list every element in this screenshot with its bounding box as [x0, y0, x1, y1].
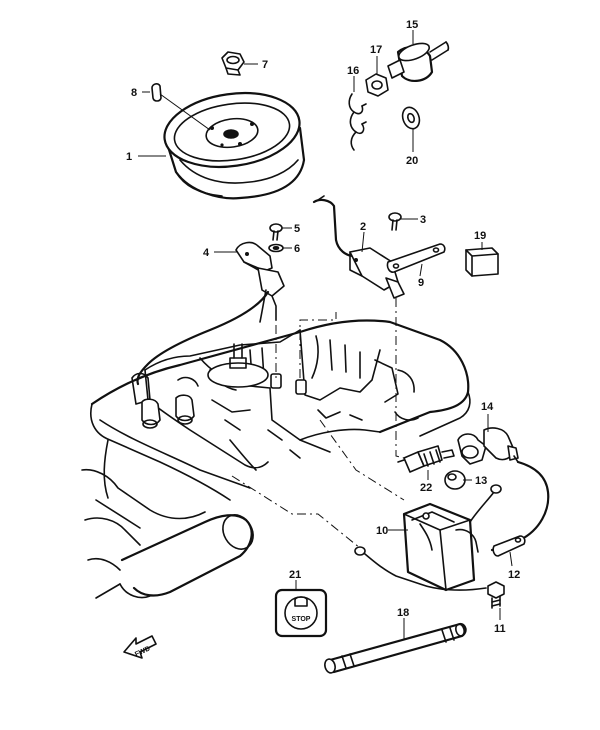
nut-17: [365, 73, 389, 97]
callout-3: 3: [420, 214, 426, 226]
callout-8: 8: [131, 87, 137, 99]
ground-terminal-12: [492, 535, 526, 557]
callout-9: 9: [418, 277, 424, 289]
callout-15: 15: [406, 19, 418, 31]
charging-coil-2: [312, 195, 405, 299]
callout-22: 22: [420, 482, 432, 494]
engine-housing: [81, 319, 471, 599]
pad-19: [465, 247, 499, 277]
clip-16: [348, 93, 367, 151]
callout-1: 1: [126, 151, 132, 163]
callout-17: 17: [370, 44, 382, 56]
cap-13: [444, 470, 466, 490]
callout-21: 21: [289, 569, 301, 581]
washer-6: [268, 243, 284, 253]
callout-14: 14: [481, 401, 494, 413]
callout-12: 12: [508, 569, 520, 581]
washer-20: [401, 106, 421, 130]
callout-numbers: 1 2 3 4 5 6 7 8 9 10 11 12 13 14 15 16 1…: [126, 19, 520, 635]
stop-wire: [354, 546, 487, 591]
screw-3: [388, 212, 402, 231]
ignition-coil-10: [402, 484, 502, 592]
grommet-15: [387, 41, 450, 82]
callout-2: 2: [360, 221, 366, 233]
callout-19: 19: [474, 230, 486, 242]
callout-10: 10: [376, 525, 388, 537]
callout-13: 13: [475, 475, 487, 487]
callout-11: 11: [494, 623, 506, 635]
leader-lines: [138, 30, 513, 640]
strap-9: [386, 243, 446, 273]
key-8: [151, 83, 162, 102]
pulser-coil-4: [136, 241, 285, 386]
screw-5: [269, 223, 283, 241]
callout-20: 20: [406, 155, 418, 167]
spark-plug-cap-14: [457, 427, 519, 465]
callout-5: 5: [294, 223, 300, 235]
forward-arrow: FWD: [123, 635, 157, 659]
stop-label: STOP: [292, 616, 311, 623]
flywheel: [163, 92, 306, 200]
callout-7: 7: [262, 59, 268, 71]
callout-16: 16: [347, 65, 359, 77]
stop-plate-21: STOP: [274, 588, 328, 638]
stop-lead-18: [324, 622, 467, 674]
nut-7: [221, 51, 245, 76]
callout-4: 4: [203, 247, 210, 259]
bolt-11: [487, 581, 505, 609]
callout-18: 18: [397, 607, 409, 619]
assembly-lines: [231, 298, 405, 549]
spark-plug-22: [397, 445, 455, 473]
callout-6: 6: [294, 243, 300, 255]
